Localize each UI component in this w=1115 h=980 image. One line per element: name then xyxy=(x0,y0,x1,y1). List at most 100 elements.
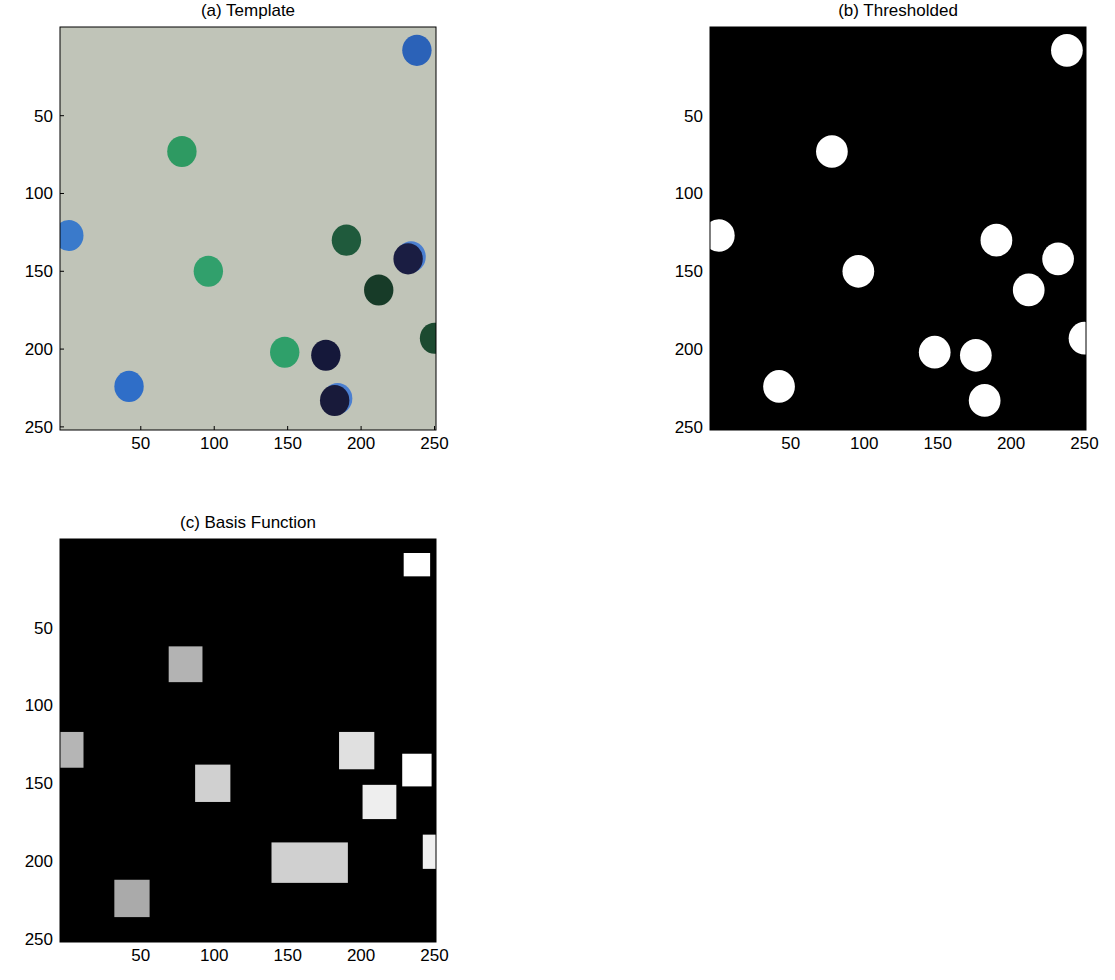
white-blob xyxy=(1042,243,1074,276)
white-blob xyxy=(1069,322,1086,355)
y-tick-label: 200 xyxy=(25,341,53,358)
x-tick-label: 200 xyxy=(347,435,375,452)
x-tick-label: 150 xyxy=(273,435,301,452)
tick-mark xyxy=(287,426,288,430)
tick-mark xyxy=(710,193,714,194)
image-ground xyxy=(60,539,436,942)
y-tick-label: 250 xyxy=(25,930,53,947)
y-tick-label: 250 xyxy=(675,418,703,435)
tick-mark xyxy=(790,426,791,430)
image-ground xyxy=(60,27,436,430)
colour-dot xyxy=(194,256,223,287)
colour-dot xyxy=(270,337,299,368)
tick-mark xyxy=(434,938,435,942)
x-tick-label: 100 xyxy=(850,435,878,452)
white-blob xyxy=(969,384,1001,417)
tick-mark xyxy=(60,938,64,939)
tick-mark xyxy=(60,426,64,427)
tick-mark xyxy=(60,705,64,706)
y-tick-label: 200 xyxy=(675,341,703,358)
y-tick-label: 50 xyxy=(34,107,53,124)
y-tick-label: 150 xyxy=(675,263,703,280)
basis-rect xyxy=(272,842,348,882)
tick-mark xyxy=(60,271,64,272)
white-blob xyxy=(960,339,992,372)
colour-dot xyxy=(167,136,196,167)
tick-mark xyxy=(60,783,64,784)
x-tick-label: 200 xyxy=(347,947,375,964)
white-blob xyxy=(763,370,795,403)
basis-rect xyxy=(195,765,230,802)
x-tick-label: 250 xyxy=(1070,435,1098,452)
x-tick-label: 50 xyxy=(131,435,150,452)
x-tick-label: 100 xyxy=(200,435,228,452)
tick-mark xyxy=(214,938,215,942)
white-blob xyxy=(1013,274,1045,307)
tick-mark xyxy=(710,426,714,427)
tick-mark xyxy=(60,627,64,628)
white-blob xyxy=(981,224,1013,257)
basis-image xyxy=(60,539,436,942)
y-tick-label: 100 xyxy=(25,185,53,202)
colour-dot xyxy=(420,323,436,354)
colour-dot xyxy=(114,371,143,402)
threshold-image xyxy=(710,27,1086,430)
basis-rect xyxy=(60,732,84,768)
colour-dot xyxy=(311,340,340,371)
x-tick-label: 100 xyxy=(200,947,228,964)
y-tick-label: 250 xyxy=(25,418,53,435)
y-tick-label: 150 xyxy=(25,775,53,792)
tick-mark xyxy=(361,938,362,942)
x-tick-label: 50 xyxy=(131,947,150,964)
axes-box xyxy=(710,27,1086,430)
panel-title: (c) Basis Function xyxy=(180,514,316,531)
colour-dot xyxy=(320,385,349,416)
tick-mark xyxy=(60,193,64,194)
y-tick-label: 150 xyxy=(25,263,53,280)
tick-mark xyxy=(1084,426,1085,430)
basis-rect xyxy=(114,880,149,917)
tick-mark xyxy=(434,426,435,430)
tick-mark xyxy=(287,938,288,942)
axes-box xyxy=(60,539,436,942)
axes-box xyxy=(60,27,436,430)
x-tick-label: 250 xyxy=(420,435,448,452)
tick-mark xyxy=(140,938,141,942)
white-blob xyxy=(919,336,951,369)
tick-mark xyxy=(710,349,714,350)
x-tick-label: 50 xyxy=(781,435,800,452)
white-blob xyxy=(1051,34,1083,67)
white-blob xyxy=(816,135,848,168)
x-tick-label: 250 xyxy=(420,947,448,964)
x-tick-label: 150 xyxy=(273,947,301,964)
tick-mark xyxy=(214,426,215,430)
white-blob xyxy=(710,219,735,252)
y-tick-label: 50 xyxy=(34,619,53,636)
y-tick-label: 200 xyxy=(25,853,53,870)
colour-dot xyxy=(364,274,393,305)
basis-rect xyxy=(402,754,431,787)
template-image xyxy=(60,27,436,430)
colour-dot xyxy=(393,243,422,274)
tick-mark xyxy=(60,115,64,116)
tick-mark xyxy=(937,426,938,430)
tick-mark xyxy=(1011,426,1012,430)
y-tick-label: 100 xyxy=(675,185,703,202)
basis-rect xyxy=(169,646,203,682)
basis-rect xyxy=(423,835,436,869)
x-tick-label: 150 xyxy=(923,435,951,452)
panel-title: (b) Thresholded xyxy=(838,2,958,19)
tick-mark xyxy=(140,426,141,430)
colour-dot xyxy=(60,220,84,251)
tick-mark xyxy=(864,426,865,430)
basis-rect xyxy=(339,732,374,769)
x-tick-label: 200 xyxy=(997,435,1025,452)
panel-title: (a) Template xyxy=(201,2,295,19)
basis-rect xyxy=(404,553,430,576)
colour-dot xyxy=(402,35,431,66)
y-tick-label: 50 xyxy=(684,107,703,124)
image-ground xyxy=(710,27,1086,430)
tick-mark xyxy=(361,426,362,430)
